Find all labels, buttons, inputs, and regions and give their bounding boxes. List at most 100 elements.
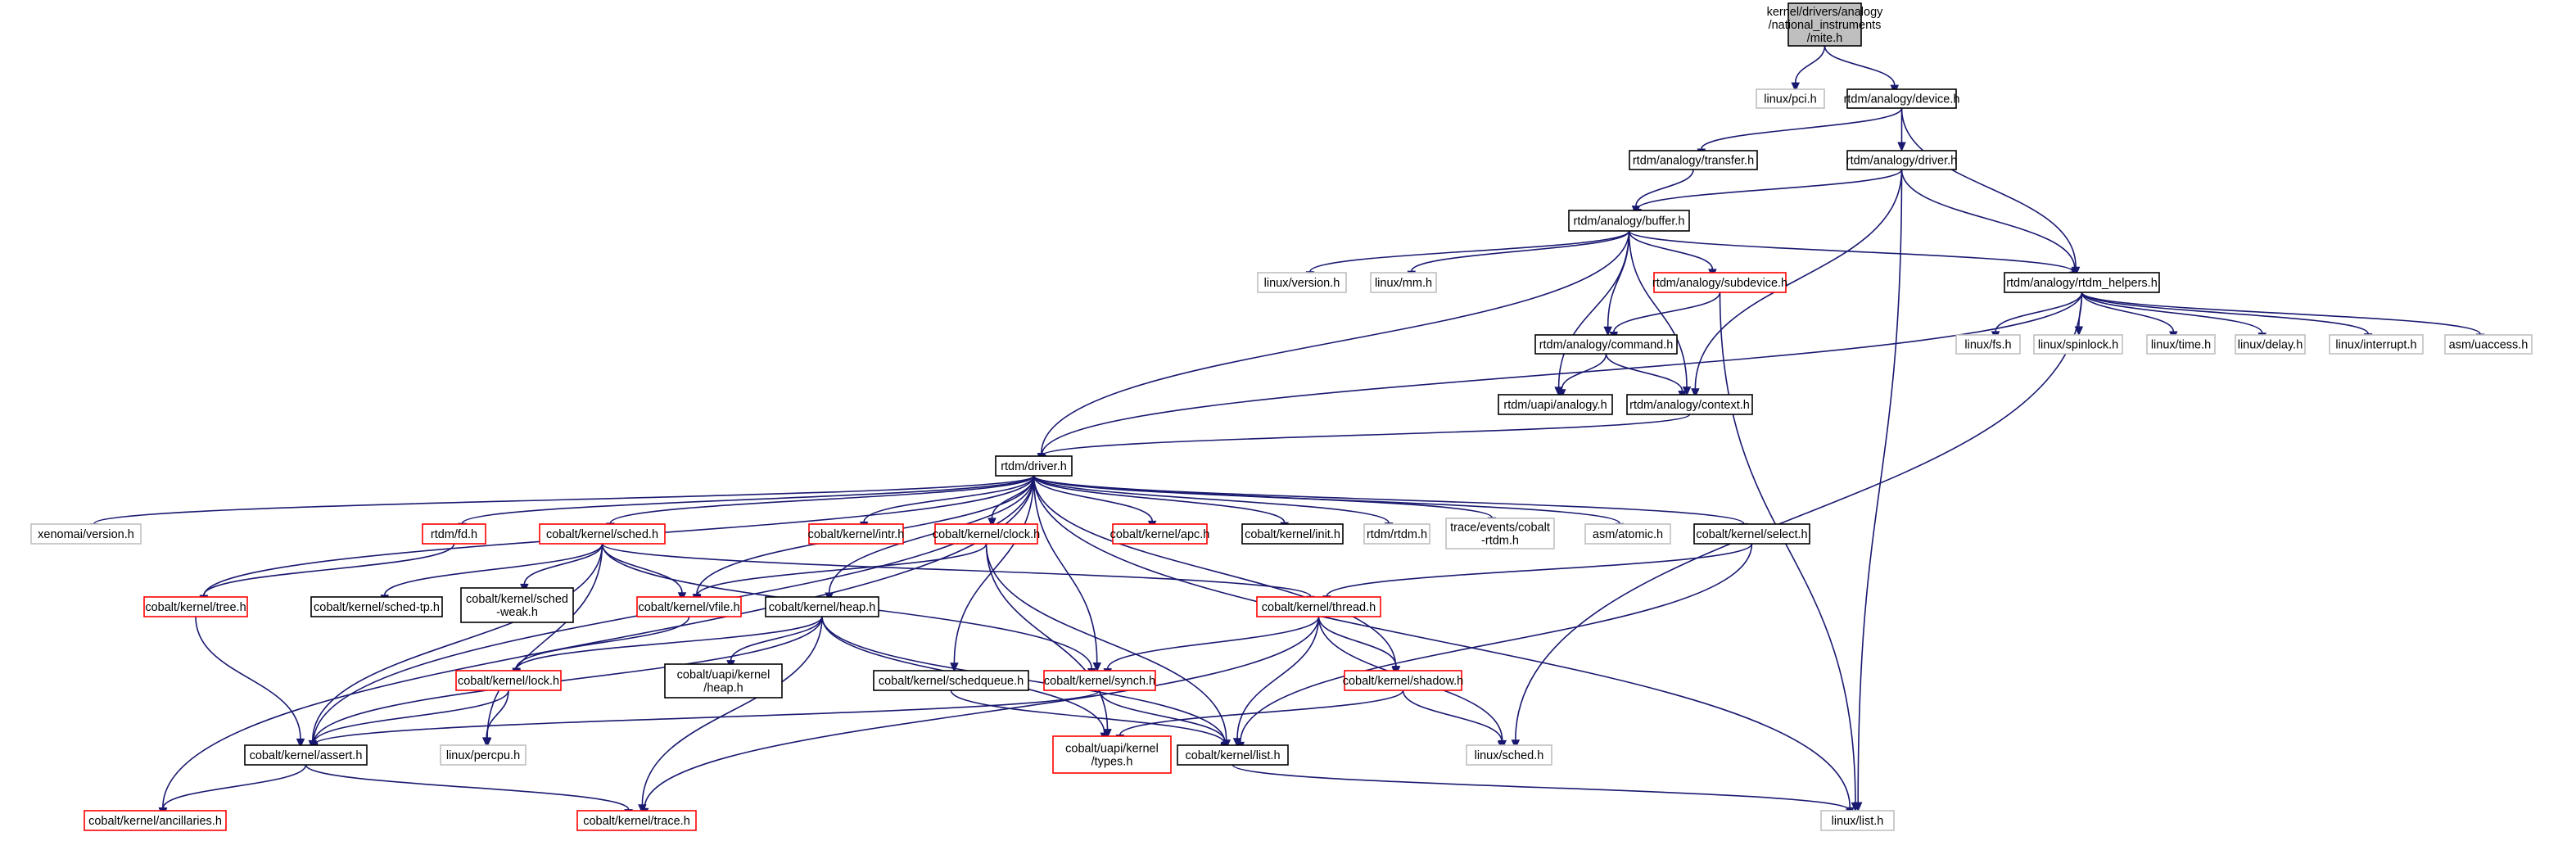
node-asm_atomic[interactable]: asm/atomic.h [1584, 523, 1671, 545]
node-label: linux/version.h [1264, 277, 1340, 290]
node-label: cobalt/kernel/assert.h [250, 749, 363, 762]
node-subdevice[interactable]: rtdm/analogy/subdevice.h [1652, 272, 1787, 293]
edge-line [383, 543, 603, 595]
edge-line [1119, 690, 1404, 735]
edge-line [1794, 45, 1826, 84]
edge-buffer-to-linux_version [1305, 230, 1630, 281]
node-ck_intr[interactable]: cobalt/kernel/intr.h [808, 523, 905, 545]
node-ck_select[interactable]: cobalt/kernel/select.h [1693, 523, 1810, 545]
node-uapi_analogy[interactable]: rtdm/uapi/analogy.h [1498, 394, 1613, 415]
node-label: rtdm/analogy/transfer.h [1633, 155, 1754, 168]
edge-line [1636, 169, 1903, 210]
edge-rtdm_helpers-to-linux_interrupt [2081, 292, 2373, 343]
node-box [1584, 523, 1671, 545]
node-device[interactable]: rtdm/analogy/device.h [1844, 88, 1960, 109]
node-box [30, 523, 142, 545]
node-context[interactable]: rtdm/analogy/context.h [1626, 394, 1753, 415]
node-ck_sched[interactable]: cobalt/kernel/sched.h [539, 523, 666, 545]
node-box [460, 587, 574, 623]
node-label: linux/pci.h [1764, 93, 1816, 106]
node-box [873, 670, 1029, 691]
node-ck_schedqueue[interactable]: cobalt/kernel/schedqueue.h [873, 670, 1029, 691]
node-linux_version[interactable]: linux/version.h [1257, 272, 1347, 293]
node-ck_clock[interactable]: cobalt/kernel/clock.h [933, 523, 1040, 545]
node-linux_delay[interactable]: linux/delay.h [2235, 334, 2306, 355]
node-label: cobalt/kernel/apc.h [1110, 528, 1210, 541]
node-cu_types[interactable]: cobalt/uapi/kernel/types.h [1052, 735, 1172, 774]
node-driver_an[interactable]: rtdm/analogy/driver.h [1846, 150, 1957, 170]
node-cu_heap[interactable]: cobalt/uapi/kernel/heap.h [664, 663, 783, 699]
edge-line [1561, 353, 1607, 390]
node-mite[interactable]: kernel/drivers/analogy/national_instrume… [1767, 2, 1884, 47]
node-label: cobalt/kernel/list.h [1185, 749, 1280, 762]
edge-line [641, 616, 823, 805]
node-ck_lock[interactable]: cobalt/kernel/lock.h [455, 670, 562, 691]
node-ck_sched_tp[interactable]: cobalt/kernel/sched-tp.h [310, 596, 443, 617]
node-label: cobalt/kernel/init.h [1245, 528, 1340, 541]
node-label: linux/mm.h [1375, 277, 1432, 290]
node-linux_mm[interactable]: linux/mm.h [1370, 272, 1437, 293]
node-linux_fs[interactable]: linux/fs.h [1955, 334, 2021, 355]
node-linux_time[interactable]: linux/time.h [2146, 334, 2216, 355]
edge-command-to-context [1605, 353, 1687, 400]
node-box [1177, 744, 1289, 766]
edge-rtdm_driver-to-ck_synch [1033, 475, 1102, 672]
node-box [1846, 150, 1957, 170]
node-ck_synch[interactable]: cobalt/kernel/synch.h [1043, 670, 1156, 691]
node-linux_spinlock[interactable]: linux/spinlock.h [2033, 334, 2123, 355]
node-label: cobalt/kernel/sched [466, 593, 568, 606]
edge-line [609, 475, 1035, 524]
edge-line [1719, 292, 1856, 803]
edge-line [1236, 616, 1320, 739]
node-label: xenomai/version.h [38, 528, 134, 541]
node-asm_uaccess[interactable]: asm/uaccess.h [2444, 334, 2533, 355]
node-label: cobalt/kernel/clock.h [933, 528, 1040, 541]
edge-device-to-rtdm_helpers [1900, 107, 2081, 277]
node-linux_pci[interactable]: linux/pci.h [1756, 88, 1825, 109]
node-label: asm/atomic.h [1593, 528, 1663, 541]
node-rtdm_rtdm[interactable]: rtdm/rtdm.h [1363, 523, 1430, 545]
edge-line [195, 616, 301, 739]
node-ck_apc[interactable]: cobalt/kernel/apc.h [1110, 523, 1210, 545]
edge-line [1033, 475, 1745, 525]
node-ck_shadow[interactable]: cobalt/kernel/shadow.h [1343, 670, 1464, 691]
node-ck_list[interactable]: cobalt/kernel/list.h [1177, 744, 1289, 766]
node-box [1846, 88, 1957, 109]
node-linux_interrupt[interactable]: linux/interrupt.h [2329, 334, 2424, 355]
node-ck_heap[interactable]: cobalt/kernel/heap.h [765, 596, 879, 617]
node-command[interactable]: rtdm/analogy/command.h [1534, 334, 1678, 355]
node-linux_percpu[interactable]: linux/percpu.h [440, 744, 526, 766]
edge-ck_tree-to-ck_assert [195, 616, 305, 748]
edge-rtdm_driver-to-rtdm_rtdm [1033, 475, 1394, 532]
node-ck_assert[interactable]: cobalt/kernel/assert.h [244, 744, 368, 766]
node-box [455, 670, 562, 691]
node-ck_thread[interactable]: cobalt/kernel/thread.h [1256, 596, 1381, 617]
node-label: rtdm/analogy/context.h [1629, 399, 1750, 412]
edge-line [1857, 169, 1903, 803]
node-ck_vfile[interactable]: cobalt/kernel/vfile.h [636, 596, 742, 617]
edge-arrowhead [481, 737, 491, 748]
node-ck_tree[interactable]: cobalt/kernel/tree.h [143, 596, 248, 617]
edge-driver_an-to-linux_list [1853, 169, 1903, 812]
node-linux_sched[interactable]: linux/sched.h [1466, 744, 1552, 766]
edge-line [1411, 230, 1630, 272]
edge-line [863, 475, 1035, 522]
node-ck_trace[interactable]: cobalt/kernel/trace.h [576, 810, 697, 831]
node-buffer[interactable]: rtdm/analogy/buffer.h [1568, 210, 1690, 232]
node-label: linux/spinlock.h [2038, 339, 2118, 352]
node-ck_ancillaries[interactable]: cobalt/kernel/ancillaries.h [84, 810, 227, 831]
node-xenomai_version[interactable]: xenomai/version.h [30, 523, 142, 545]
node-ck_init[interactable]: cobalt/kernel/init.h [1241, 523, 1344, 545]
node-rtdm_helpers[interactable]: rtdm/analogy/rtdm_helpers.h [2004, 272, 2160, 293]
node-box [636, 596, 742, 617]
node-ck_sched_weak[interactable]: cobalt/kernel/sched-weak.h [460, 587, 574, 623]
edge-line [644, 616, 1320, 809]
node-transfer[interactable]: rtdm/analogy/transfer.h [1629, 150, 1758, 170]
node-linux_list[interactable]: linux/list.h [1820, 810, 1895, 831]
node-trace_events[interactable]: trace/events/cobalt-rtdm.h [1445, 518, 1555, 549]
node-rtdm_fd[interactable]: rtdm/fd.h [422, 523, 486, 545]
node-label: trace/events/cobalt [1450, 522, 1550, 535]
node-box [1693, 523, 1810, 545]
node-rtdm_driver[interactable]: rtdm/driver.h [995, 455, 1073, 477]
